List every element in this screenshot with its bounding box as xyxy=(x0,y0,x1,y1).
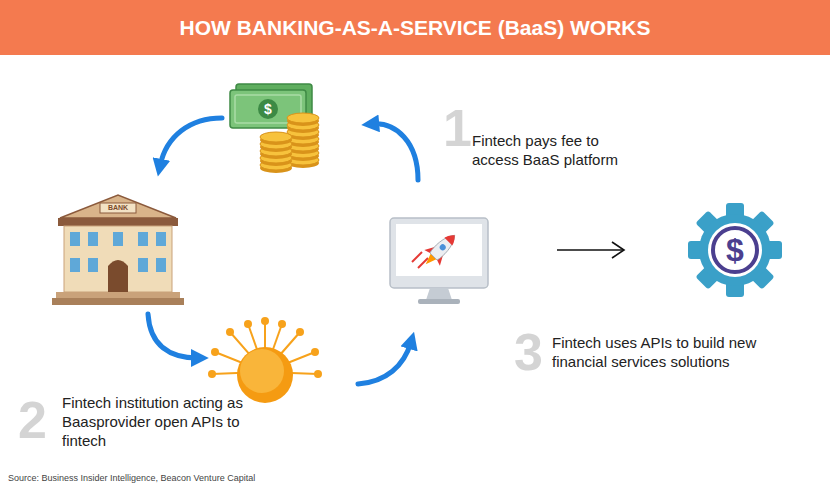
bank-illustration xyxy=(52,298,184,305)
cycle-arrows xyxy=(160,118,222,166)
bank-illustration xyxy=(70,232,80,246)
dollar-sign: $ xyxy=(258,100,278,118)
bank-illustration xyxy=(88,232,98,246)
money-illustration xyxy=(258,99,278,119)
money-illustration xyxy=(260,132,292,142)
cycle-arrows xyxy=(372,124,418,180)
bank-illustration xyxy=(100,203,136,213)
api-chip-illustration xyxy=(314,370,322,378)
monitor-illustration xyxy=(426,288,452,300)
bank-illustration xyxy=(138,232,148,246)
api-chip-illustration xyxy=(211,348,219,356)
monitor-illustration xyxy=(396,224,482,276)
source-caption: Source: Business Insider Intelligence, B… xyxy=(8,472,508,484)
api-chip-illustration xyxy=(296,328,304,336)
bank-illustration xyxy=(88,258,98,272)
rocket-icon xyxy=(429,231,459,261)
dollar-sign: $ xyxy=(710,229,760,271)
result-arrow xyxy=(557,249,623,251)
bank-illustration xyxy=(108,260,128,292)
api-chip-illustration xyxy=(244,320,252,328)
monitor-illustration xyxy=(418,299,460,304)
cycle-arrows xyxy=(148,118,418,384)
api-chip-illustration xyxy=(240,349,284,393)
cycle-arrows xyxy=(358,342,411,384)
bank-illustration xyxy=(156,232,166,246)
api-chip-illustration xyxy=(311,348,319,356)
bank-illustration xyxy=(156,258,166,272)
monitor-illustration xyxy=(412,252,422,262)
bank-illustration xyxy=(138,258,148,272)
bank-illustration xyxy=(64,226,172,292)
result-arrow xyxy=(612,242,624,258)
rocket-icon xyxy=(438,243,446,251)
gear-icon xyxy=(708,223,762,277)
gear-icon xyxy=(688,203,782,297)
rocket-icon xyxy=(418,227,463,272)
bank-illustration xyxy=(56,292,180,298)
step-text: Fintech institution acting as Baasprovid… xyxy=(62,393,262,450)
rocket-icon xyxy=(444,231,458,245)
step-text: Fintech pays fee to access BaaS platform xyxy=(472,131,640,169)
title-text: HOW BANKING-AS-A-SERVICE (BaaS) WORKS xyxy=(0,0,830,55)
monitor-illustration xyxy=(390,218,488,288)
api-chip-illustration xyxy=(208,317,322,403)
bank-illustration xyxy=(52,195,184,305)
gear-icon xyxy=(699,214,771,286)
bank-sign: BANK xyxy=(100,203,136,213)
api-chip-illustration xyxy=(278,320,286,328)
cycle-arrows xyxy=(148,314,198,358)
api-chip-illustration xyxy=(208,370,216,378)
result-arrow xyxy=(557,242,624,258)
api-chip-illustration xyxy=(226,328,234,336)
bank-illustration xyxy=(60,195,176,218)
step-text: Fintech uses APIs to build new financial… xyxy=(552,333,787,371)
money-illustration xyxy=(230,84,319,173)
api-chip-illustration xyxy=(237,347,293,403)
api-chip-illustration xyxy=(261,317,269,325)
step-number: 2 xyxy=(18,394,58,446)
money-illustration xyxy=(287,113,319,123)
bank-illustration xyxy=(58,218,178,226)
bank-illustration xyxy=(70,258,80,272)
monitor-illustration xyxy=(390,218,488,304)
step-number: 3 xyxy=(514,326,554,378)
bank-illustration xyxy=(113,232,123,246)
